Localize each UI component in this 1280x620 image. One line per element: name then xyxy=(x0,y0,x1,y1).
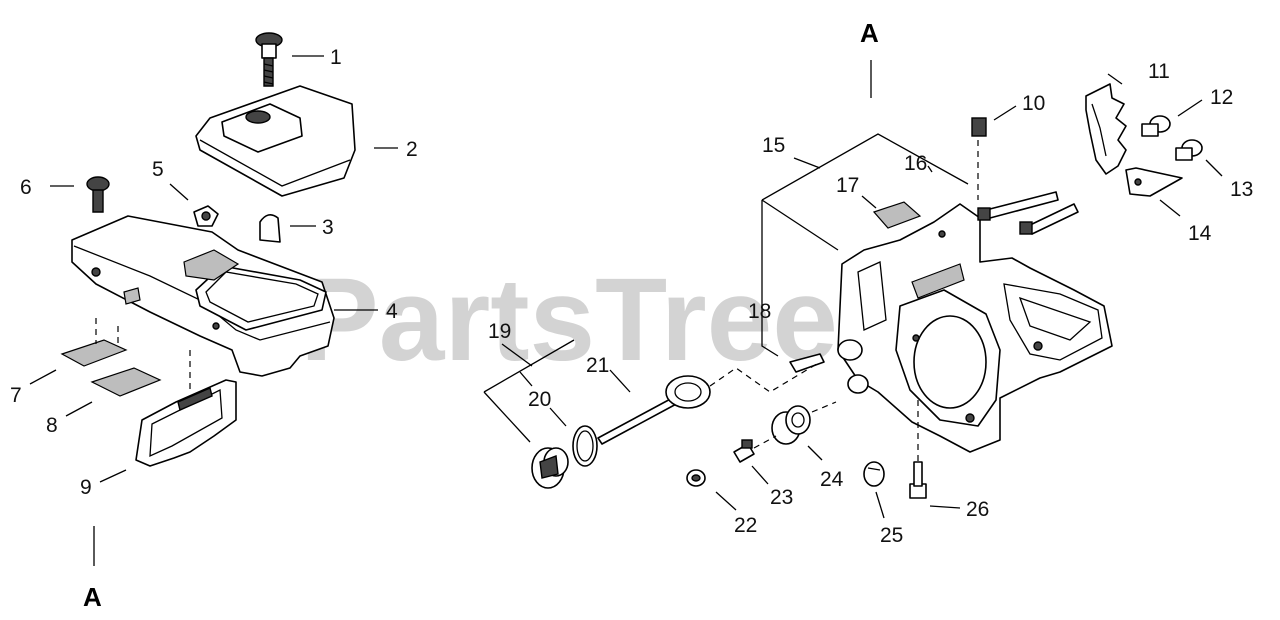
callout-14[interactable]: 14 xyxy=(1188,222,1212,245)
callout-labels: 1 2 3 4 5 6 7 8 9 10 11 12 13 14 15 16 1… xyxy=(10,46,1253,547)
part-5-nut[interactable] xyxy=(193,205,219,227)
bracket-18 xyxy=(761,199,839,357)
part-13-screw[interactable] xyxy=(1175,139,1203,161)
part-10-clip[interactable] xyxy=(971,117,987,137)
part-24-plug[interactable] xyxy=(771,405,811,445)
part-19-cap[interactable] xyxy=(531,447,569,489)
alignment-dash-24 xyxy=(753,401,837,449)
part-12-screw[interactable] xyxy=(1141,115,1171,137)
part-1-screw[interactable] xyxy=(255,32,283,87)
part-17-gasket[interactable] xyxy=(872,201,922,229)
callout-25[interactable]: 25 xyxy=(880,524,903,547)
leader-lines-right xyxy=(483,73,1223,519)
part-16-bolts[interactable] xyxy=(977,191,1079,235)
callout-6[interactable]: 6 xyxy=(20,176,32,199)
callout-15[interactable]: 15 xyxy=(762,134,785,157)
callout-19[interactable]: 19 xyxy=(488,320,511,343)
crankcase[interactable] xyxy=(837,203,1113,453)
part-25-plug[interactable] xyxy=(863,461,885,487)
callout-3[interactable]: 3 xyxy=(322,216,334,239)
callout-9[interactable]: 9 xyxy=(80,476,92,499)
callout-26[interactable]: 26 xyxy=(966,498,989,521)
callout-11[interactable]: 11 xyxy=(1148,60,1170,83)
callout-5[interactable]: 5 xyxy=(152,158,164,181)
callout-23[interactable]: 23 xyxy=(770,486,793,509)
part-9-baffle[interactable] xyxy=(135,379,237,467)
callout-2[interactable]: 2 xyxy=(406,138,418,161)
callout-17[interactable]: 17 xyxy=(836,174,859,197)
part-2-cover[interactable] xyxy=(195,85,356,197)
part-20-oring[interactable] xyxy=(572,425,598,467)
bracket-15 xyxy=(761,133,969,201)
part-21-pickup[interactable] xyxy=(597,375,711,445)
callout-8[interactable]: 8 xyxy=(46,414,58,437)
section-marker-bottom: A xyxy=(83,582,102,612)
part-23-valve[interactable] xyxy=(733,439,755,463)
leader-lines-left xyxy=(29,55,398,483)
callout-12[interactable]: 12 xyxy=(1210,86,1233,109)
callout-16[interactable]: 16 xyxy=(904,152,927,175)
callout-18[interactable]: 18 xyxy=(748,300,771,323)
section-marker-top: A xyxy=(860,18,879,48)
part-4-housing[interactable] xyxy=(71,215,335,377)
alignment-dashes-left xyxy=(95,318,191,394)
watermark-text: PartsTree xyxy=(300,254,838,386)
callout-21[interactable]: 21 xyxy=(586,354,609,377)
callout-22[interactable]: 22 xyxy=(734,514,757,537)
part-6-bolt[interactable] xyxy=(86,176,110,213)
callout-20[interactable]: 20 xyxy=(528,388,551,411)
part-11-bumper[interactable] xyxy=(1085,83,1127,175)
alignment-dash-21 xyxy=(709,361,821,393)
callout-10[interactable]: 10 xyxy=(1022,92,1045,115)
part-22-washer[interactable] xyxy=(686,469,706,487)
part-7-pad[interactable] xyxy=(60,339,128,367)
callout-1[interactable]: 1 xyxy=(330,46,342,69)
callout-7[interactable]: 7 xyxy=(10,384,22,407)
part-3-pad[interactable] xyxy=(259,214,281,243)
callout-4[interactable]: 4 xyxy=(386,300,398,323)
part-8-pad[interactable] xyxy=(90,367,162,397)
callout-24[interactable]: 24 xyxy=(820,468,844,491)
part-18-fitting[interactable] xyxy=(789,353,825,373)
part-14-bracket[interactable] xyxy=(1125,167,1183,197)
part-26-stud[interactable] xyxy=(909,461,927,499)
callout-13[interactable]: 13 xyxy=(1230,178,1253,201)
